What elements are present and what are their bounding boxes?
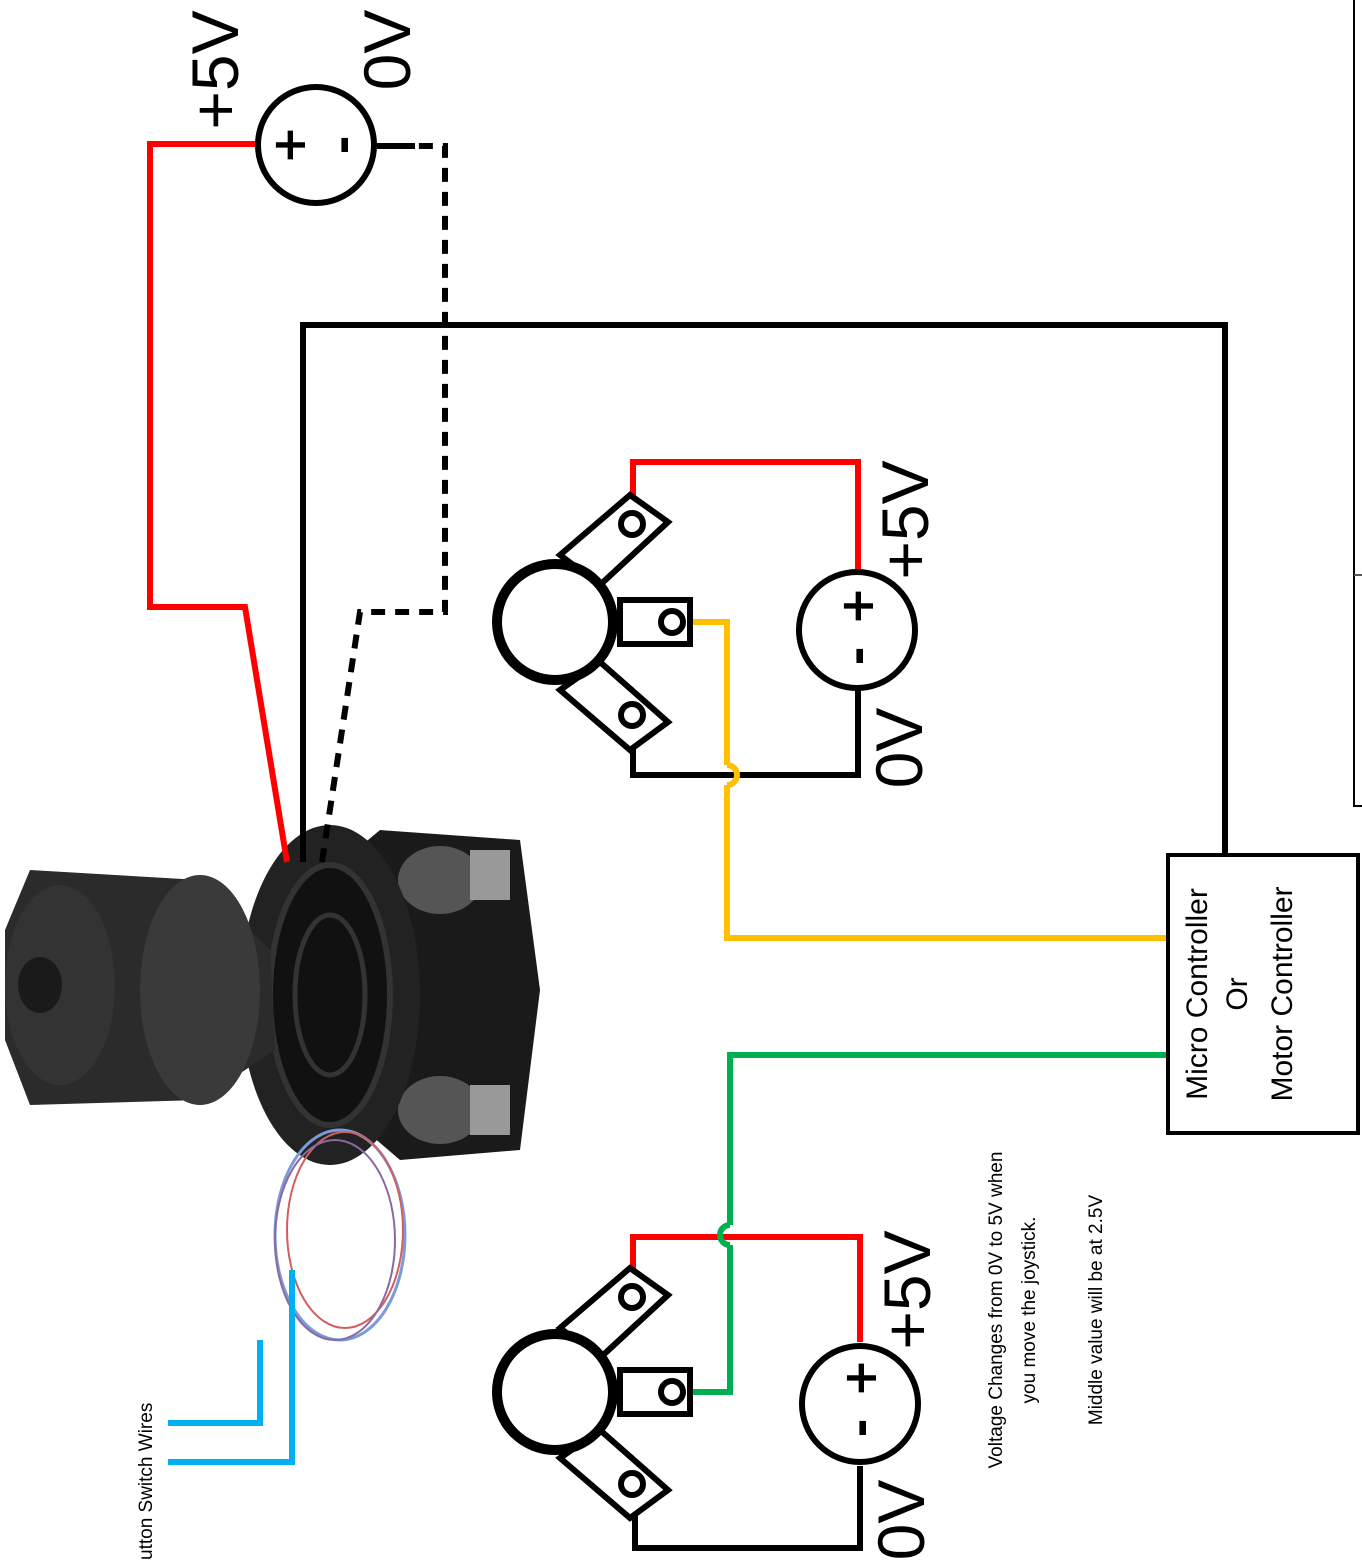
source-minus-symbol: - [315, 135, 369, 154]
pot-top-plus-symbol: + [830, 587, 884, 626]
controller-line-2: Or [1221, 977, 1254, 1010]
note-line-1: Voltage Changes from 0V to 5V when [986, 1152, 1007, 1469]
pot-top-plus-label: +5V [868, 460, 942, 579]
pot-bottom-zero-label: 0V [864, 1480, 938, 1561]
source-plus-label: +5V [178, 10, 252, 129]
black-dashed-wire [319, 143, 448, 863]
blue-switch-wire-1 [168, 1340, 263, 1426]
note-line-2: you move the joystick. [1019, 1217, 1040, 1404]
source-zero-label: 0V [350, 10, 424, 91]
controller-line-3: Motor Controller [1266, 886, 1299, 1101]
bottom-pot-red-wire [630, 1234, 863, 1342]
top-pot-red-wire [630, 459, 861, 570]
joystick-photo-icon [5, 825, 540, 1342]
note-line-3: Middle value will be at 2.5V [1086, 1195, 1107, 1426]
bottom-pot-black-wire [632, 1466, 863, 1551]
voltage-source-icon: + - [255, 84, 377, 206]
controller-box: Micro Controller Or Motor Controller [1166, 853, 1360, 1135]
pot-bottom-plus-label: +5V [870, 1230, 944, 1349]
pot-bottom-plus-symbol: + [833, 1359, 887, 1398]
top-pot-black-wire [630, 690, 861, 778]
potentiometer-icon [492, 491, 693, 754]
right-panel-frame [1353, 0, 1362, 807]
voltage-source-icon: + - [799, 1343, 921, 1465]
red-supply-wire [147, 141, 290, 863]
pot-top-minus-symbol: - [830, 646, 884, 665]
button-switch-wires-label: utton Switch Wires [136, 1403, 157, 1560]
pot-top-zero-label: 0V [862, 708, 936, 789]
blue-switch-wire-2 [168, 1270, 295, 1465]
black-ground-wire [300, 322, 1228, 862]
controller-line-1: Micro Controller [1181, 888, 1214, 1100]
source-plus-symbol: + [262, 126, 316, 165]
pot-bottom-minus-symbol: - [833, 1418, 887, 1437]
potentiometer-icon [492, 1264, 693, 1522]
voltage-source-icon: + - [796, 569, 918, 691]
